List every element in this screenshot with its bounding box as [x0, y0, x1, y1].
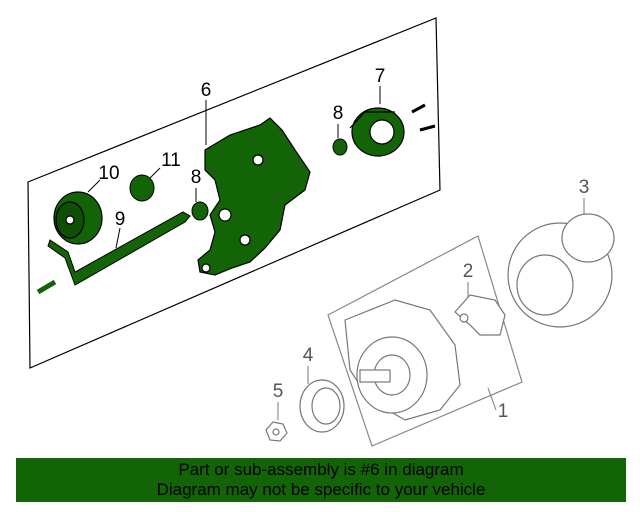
pulley-part-4[interactable]: [299, 379, 345, 433]
rod-part-9[interactable]: [47, 211, 191, 286]
nut-part-5[interactable]: [265, 421, 288, 442]
cap-part-8-lower[interactable]: [191, 201, 209, 221]
notice-line-2: Diagram may not be specific to your vehi…: [156, 480, 486, 499]
callout-9[interactable]: 9: [115, 209, 126, 230]
housing-part-3[interactable]: [507, 213, 615, 328]
bolt[interactable]: [36, 279, 57, 295]
callout-2[interactable]: 2: [463, 261, 474, 282]
cap-part-8-upper[interactable]: [332, 138, 348, 156]
notice-banner: Part or sub-assembly is #6 in diagram Di…: [16, 458, 626, 502]
callout-3[interactable]: 3: [579, 177, 590, 198]
cover-part-11[interactable]: [129, 174, 155, 202]
callout-8-lower[interactable]: 8: [191, 167, 202, 188]
callout-10[interactable]: 10: [98, 163, 119, 184]
callout-1[interactable]: 1: [498, 401, 509, 422]
tensioner-part-7[interactable]: [349, 103, 436, 157]
callout-7[interactable]: 7: [375, 66, 386, 87]
callout-8-upper[interactable]: 8: [333, 103, 344, 124]
bracket-part-6[interactable]: [197, 117, 311, 276]
pulley-part-10[interactable]: [53, 191, 103, 245]
callout-5[interactable]: 5: [273, 381, 284, 402]
callout-4[interactable]: 4: [303, 345, 314, 366]
alternator-part-1[interactable]: [344, 299, 461, 421]
regulator-part-2[interactable]: [454, 294, 506, 336]
notice-line-1: Part or sub-assembly is #6 in diagram: [178, 460, 464, 479]
callout-6[interactable]: 6: [201, 80, 212, 101]
callout-11[interactable]: 11: [161, 150, 181, 171]
